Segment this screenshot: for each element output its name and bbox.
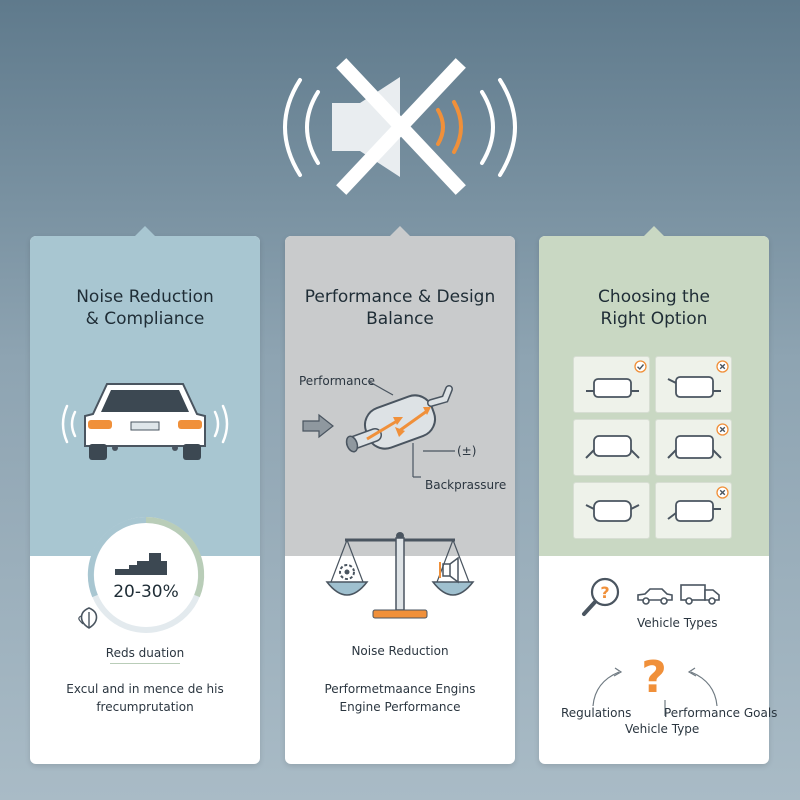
title-line-1: Noise Reduction (76, 287, 214, 307)
card-title: Performance & Design Balance (285, 286, 515, 330)
card-title: Noise Reduction & Compliance (30, 286, 260, 330)
title-line-2: Right Option (600, 309, 708, 329)
choosing-option-card: Choosing the Right Option ? (539, 226, 777, 764)
leaf-icon (78, 607, 98, 629)
muffler-option[interactable] (573, 482, 650, 539)
performance-label: Performance (299, 374, 376, 388)
noise-reduction-gauge (87, 516, 205, 633)
title-line-2: & Compliance (85, 309, 205, 329)
title-line-1: Choosing the (598, 287, 710, 307)
card-description: Performetmaance Engins Engine Performanc… (285, 680, 515, 716)
muffler-icon (586, 378, 639, 398)
muffler-icon (667, 435, 722, 459)
card-title: Choosing the Right Option (539, 286, 769, 330)
card-pointer (389, 226, 411, 237)
regulations-label: Regulations (561, 706, 632, 720)
muffler-icon (585, 435, 640, 459)
decision-diagram: ? (592, 652, 718, 716)
truck-icon (680, 584, 720, 605)
cross-icon (716, 360, 729, 373)
svg-text:?: ? (641, 652, 667, 703)
symbol-label: (±) (457, 444, 477, 458)
car-icon (637, 588, 673, 605)
description-line-1: Excul and in mence de his (66, 682, 224, 696)
card-description: Excul and in mence de his frecumprutatio… (30, 680, 260, 716)
svg-text:?: ? (600, 583, 609, 602)
description-line-2: Engine Performance (339, 700, 461, 714)
balance-scale-icon (325, 532, 475, 619)
cross-icon (716, 423, 729, 436)
noise-reduction-card: Noise Reduction & Compliance 20-30% (30, 226, 260, 764)
gauge-caption: Reds duation (105, 646, 185, 660)
vehicle-types-label: Vehicle Types (637, 616, 718, 630)
performance-design-card: Performance & Design Balance Performance… (285, 226, 515, 764)
muffler-option[interactable] (655, 482, 732, 539)
cross-icon (716, 486, 729, 499)
vehicle-type-label: Vehicle Type (625, 722, 700, 736)
card-pointer (134, 226, 156, 237)
title-line-1: Performance & Design (304, 287, 496, 307)
title-line-2: Balance (366, 309, 434, 329)
muffler-icon (667, 500, 721, 522)
check-icon (634, 360, 647, 373)
description-line-1: Performetmaance Engins (324, 682, 476, 696)
muffler-diagram (302, 380, 455, 478)
card-pointer (643, 226, 665, 237)
muffler-option[interactable] (655, 419, 732, 476)
description-line-2: frecumprutation (96, 700, 194, 714)
performance-goals-label: Performance Goals (664, 706, 778, 720)
stat-value: 20-30% (113, 582, 179, 602)
card-header-area (285, 236, 515, 556)
muted-speaker-icon (283, 58, 517, 195)
muffler-option[interactable] (573, 356, 650, 413)
noise-reduction-caption: Noise Reduction (351, 644, 449, 658)
magnifier-question-icon: ? (582, 577, 620, 616)
backpressure-label: Backprassure (425, 478, 507, 492)
muffler-option[interactable] (573, 419, 650, 476)
muffler-option[interactable] (655, 356, 732, 413)
caption-underline (110, 663, 180, 664)
car-rear-icon (61, 383, 229, 460)
muffler-icon (667, 376, 721, 398)
muffler-icon (585, 500, 640, 522)
